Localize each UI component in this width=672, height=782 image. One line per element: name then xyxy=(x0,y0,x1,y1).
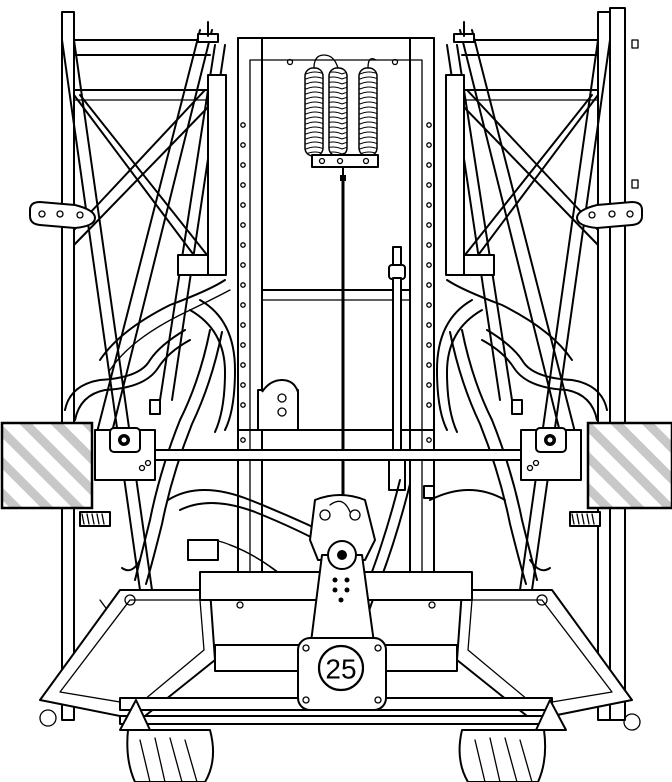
callout-25: 25 xyxy=(317,644,365,692)
left-outer-frame xyxy=(29,11,299,721)
clamp-left xyxy=(79,427,156,527)
crossbar xyxy=(94,449,578,461)
lower-arm-left xyxy=(39,589,216,727)
wheel-right xyxy=(458,699,567,782)
wheel-left xyxy=(119,699,215,782)
lower-arm-right xyxy=(456,589,641,731)
warning-panel-right xyxy=(586,421,672,510)
tension-springs xyxy=(304,54,379,500)
callout-number: 25 xyxy=(325,654,356,685)
clamp-right xyxy=(520,427,601,527)
warning-panel-left xyxy=(0,421,94,510)
post-holes-right xyxy=(426,122,432,443)
hook-details xyxy=(121,399,551,572)
central-hitch-plate xyxy=(297,494,387,711)
post-holes-left xyxy=(240,122,246,443)
